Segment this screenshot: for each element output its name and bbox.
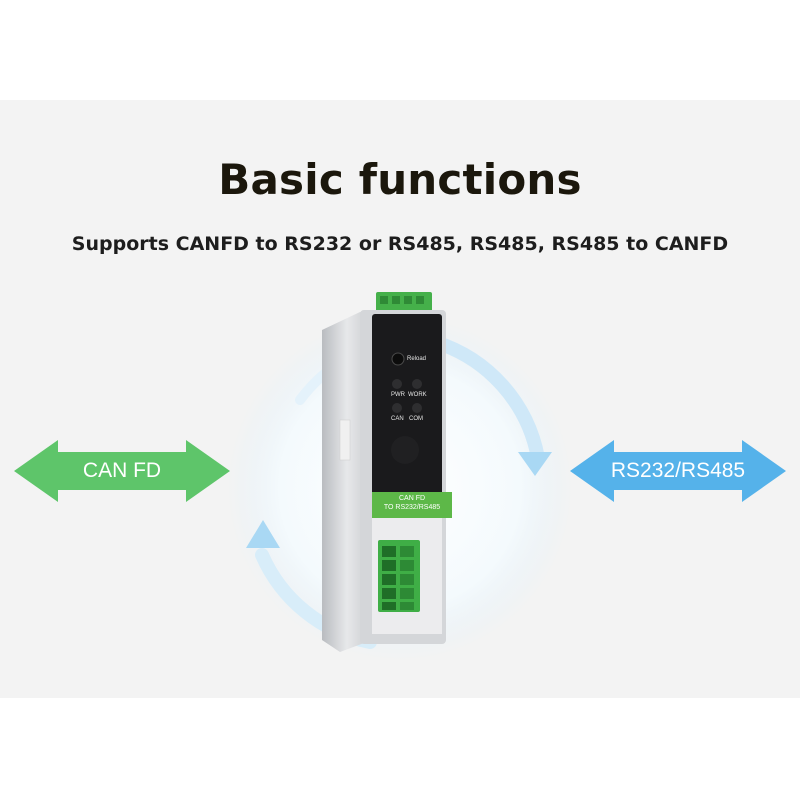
rs232-rs485-label: RS232/RS485 bbox=[610, 459, 746, 482]
product-badge bbox=[372, 492, 452, 518]
side-label-sticker bbox=[339, 419, 351, 461]
ring-arrowhead-right-icon bbox=[518, 452, 552, 476]
com-label: COM bbox=[409, 416, 423, 422]
can-label: CAN bbox=[391, 416, 404, 422]
page-title: Basic functions bbox=[218, 155, 582, 204]
reload-label: Reload bbox=[407, 356, 427, 362]
reload-button[interactable] bbox=[391, 352, 405, 366]
com-led bbox=[412, 403, 422, 413]
can-fd-arrow: CAN FD bbox=[14, 440, 230, 502]
ring-arrowhead-left-icon bbox=[246, 520, 280, 548]
badge-line-2: TO RS232/RS485 bbox=[383, 504, 441, 511]
work-label: WORK bbox=[408, 392, 427, 398]
device-face-panel bbox=[372, 314, 442, 496]
double-arrow-left-icon bbox=[14, 440, 230, 502]
ring-arc-top-right bbox=[428, 335, 545, 465]
badge-text: CAN FD TO RS232/RS485 bbox=[372, 494, 452, 512]
face-emboss bbox=[391, 436, 419, 464]
page-subtitle: Supports CANFD to RS232 or RS485, RS485,… bbox=[71, 233, 729, 255]
pwr-label: PWR bbox=[391, 392, 405, 398]
can-led bbox=[392, 403, 402, 413]
can-fd-label: CAN FD bbox=[82, 459, 162, 482]
work-led bbox=[412, 379, 422, 389]
double-arrow-right-icon bbox=[570, 440, 786, 502]
device-side-housing bbox=[322, 312, 372, 652]
badge-line-1: CAN FD bbox=[398, 495, 426, 502]
pwr-led bbox=[392, 379, 402, 389]
rs232-rs485-arrow: RS232/RS485 bbox=[570, 440, 786, 502]
